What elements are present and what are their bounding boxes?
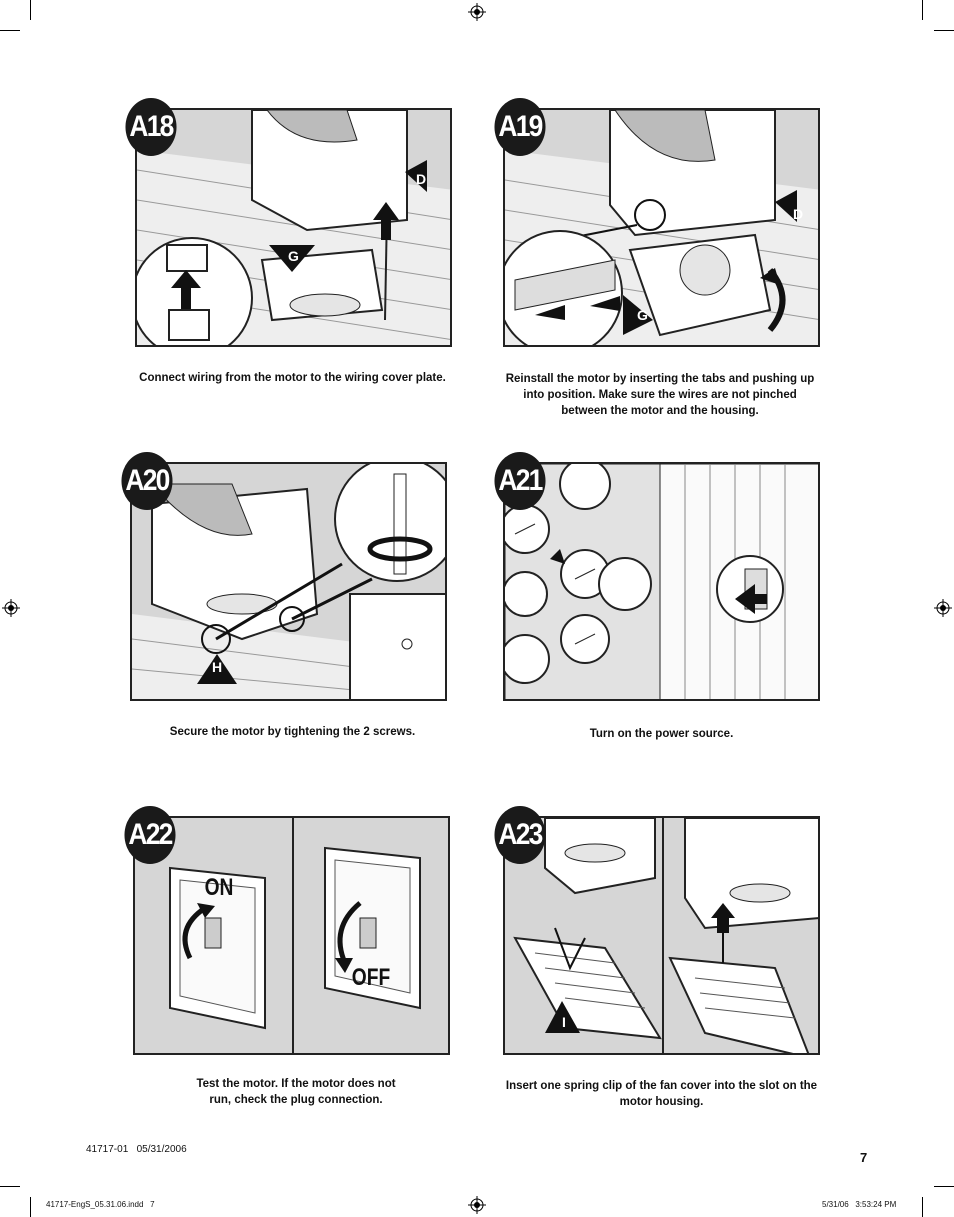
doc-code: 41717-01 05/31/2006 bbox=[86, 1144, 187, 1155]
registration-mark-icon bbox=[2, 599, 20, 617]
callout-d-label: D bbox=[416, 171, 427, 187]
crop-mark bbox=[922, 1197, 923, 1217]
crop-mark bbox=[934, 1186, 954, 1187]
callout-i-label: I bbox=[562, 1014, 566, 1030]
step-a21-caption: Turn on the power source. bbox=[589, 728, 734, 740]
step-a22-illustration: ON OFF bbox=[133, 816, 450, 1055]
step-a18-caption: Connect wiring from the motor to the wir… bbox=[139, 372, 446, 384]
step-a23-illustration: I bbox=[503, 816, 820, 1055]
step-a20-illustration: H bbox=[130, 462, 447, 701]
step-a22-badge: A22 bbox=[124, 806, 176, 864]
registration-mark-icon bbox=[468, 3, 486, 21]
registration-mark-icon bbox=[468, 1196, 486, 1214]
callout-d-label: D bbox=[793, 206, 804, 222]
crop-mark bbox=[0, 30, 20, 31]
step-a22-caption: Test the motor. If the motor does not ru… bbox=[196, 1078, 396, 1106]
callout-g-label: G bbox=[637, 307, 648, 323]
page-number: 7 bbox=[860, 1150, 868, 1165]
crop-mark bbox=[0, 1186, 20, 1187]
step-a21-illustration bbox=[503, 462, 820, 701]
step-a18-illustration: D G bbox=[135, 108, 452, 347]
callout-h-label: H bbox=[212, 659, 223, 675]
step-a20-badge: A20 bbox=[121, 452, 173, 510]
step-a23-badge: A23 bbox=[494, 806, 546, 864]
step-a18-badge: A18 bbox=[125, 98, 177, 156]
crop-mark bbox=[934, 30, 954, 31]
crop-mark bbox=[30, 0, 31, 20]
step-a23-caption: Insert one spring clip of the fan cover … bbox=[505, 1080, 818, 1108]
crop-mark bbox=[922, 0, 923, 20]
print-slug-right: 5/31/06 3:53:24 PM bbox=[822, 1200, 897, 1209]
switch-on-label: ON bbox=[204, 874, 234, 901]
step-a19-badge: A19 bbox=[494, 98, 546, 156]
registration-mark-icon bbox=[934, 599, 952, 617]
switch-off-label: OFF bbox=[351, 964, 391, 991]
step-a19-illustration: D G bbox=[503, 108, 820, 347]
crop-mark bbox=[30, 1197, 31, 1217]
step-a21-badge: A21 bbox=[494, 452, 546, 510]
print-slug-left: 41717-EngS_05.31.06.indd 7 bbox=[46, 1200, 155, 1209]
step-a19-caption: Reinstall the motor by inserting the tab… bbox=[505, 373, 815, 417]
step-a20-caption: Secure the motor by tightening the 2 scr… bbox=[169, 726, 416, 738]
callout-g-label: G bbox=[288, 248, 299, 264]
